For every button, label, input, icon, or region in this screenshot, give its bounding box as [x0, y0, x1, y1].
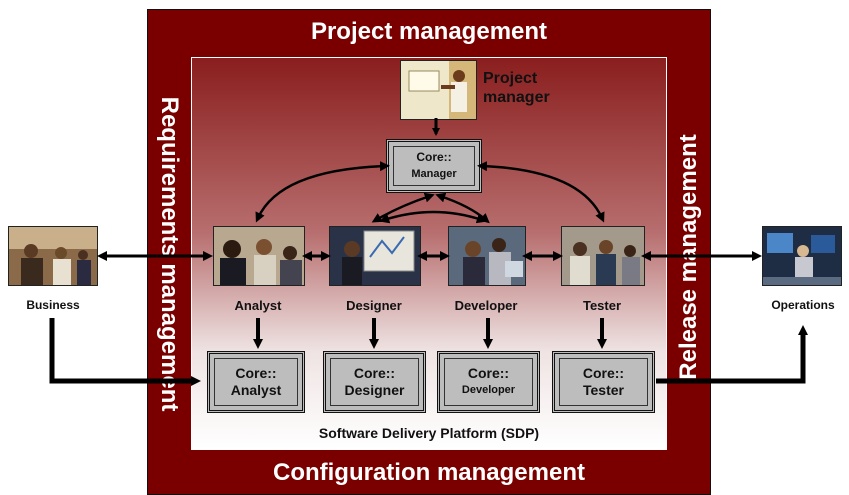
analyst-photo	[213, 226, 305, 286]
core-tester-line2: Tester	[583, 382, 624, 398]
core-tester-box: Core:: Tester	[552, 351, 655, 413]
arrow-manager-analyst	[255, 161, 390, 223]
core-analyst-line1: Core::	[235, 365, 277, 381]
role-label-designer: Designer	[346, 298, 402, 313]
core-designer-box: Core:: Designer	[323, 351, 426, 413]
core-manager-line2: Manager	[411, 168, 457, 180]
project-manager-photo	[400, 60, 477, 120]
arrow-business-to-core-analyst	[49, 318, 201, 386]
arrow-manager-tester	[477, 161, 605, 223]
project-manager-label-line2: manager	[483, 89, 550, 106]
arrow-manager-developer	[435, 192, 490, 224]
role-label-tester: Tester	[582, 298, 622, 313]
project-manager-label: Project manager	[483, 69, 573, 107]
frame-label-top: Project management	[310, 18, 548, 45]
designer-photo	[329, 226, 421, 286]
role-label-developer: Developer	[454, 298, 518, 313]
business-label: Business	[26, 298, 80, 312]
project-manager-label-line1: Project	[483, 70, 538, 87]
business-photo	[8, 226, 98, 286]
core-developer-line1: Core::	[467, 365, 510, 381]
platform-label: Software Delivery Platform (SDP)	[318, 425, 540, 441]
core-manager-box: Core:: Manager	[386, 139, 482, 193]
operations-label: Operations	[771, 298, 835, 312]
core-analyst-line2: Analyst	[230, 382, 282, 398]
tester-photo	[561, 226, 645, 286]
arrow-manager-designer	[371, 192, 435, 223]
core-tester-line1: Core::	[582, 365, 625, 381]
core-designer-line2: Designer	[344, 382, 405, 398]
core-manager-line1: Core::	[416, 150, 452, 164]
arrow-core-tester-to-operations	[656, 325, 808, 384]
arrow-designer-developer	[379, 210, 487, 224]
frame-label-bottom: Configuration management	[272, 459, 585, 486]
role-label-analyst: Analyst	[234, 298, 282, 313]
core-developer-box: Core:: Developer	[437, 351, 540, 413]
core-analyst-box: Core:: Analyst	[207, 351, 305, 413]
core-designer-line1: Core::	[353, 365, 396, 381]
core-developer-line2: Developer	[461, 384, 516, 396]
operations-photo	[762, 226, 842, 286]
